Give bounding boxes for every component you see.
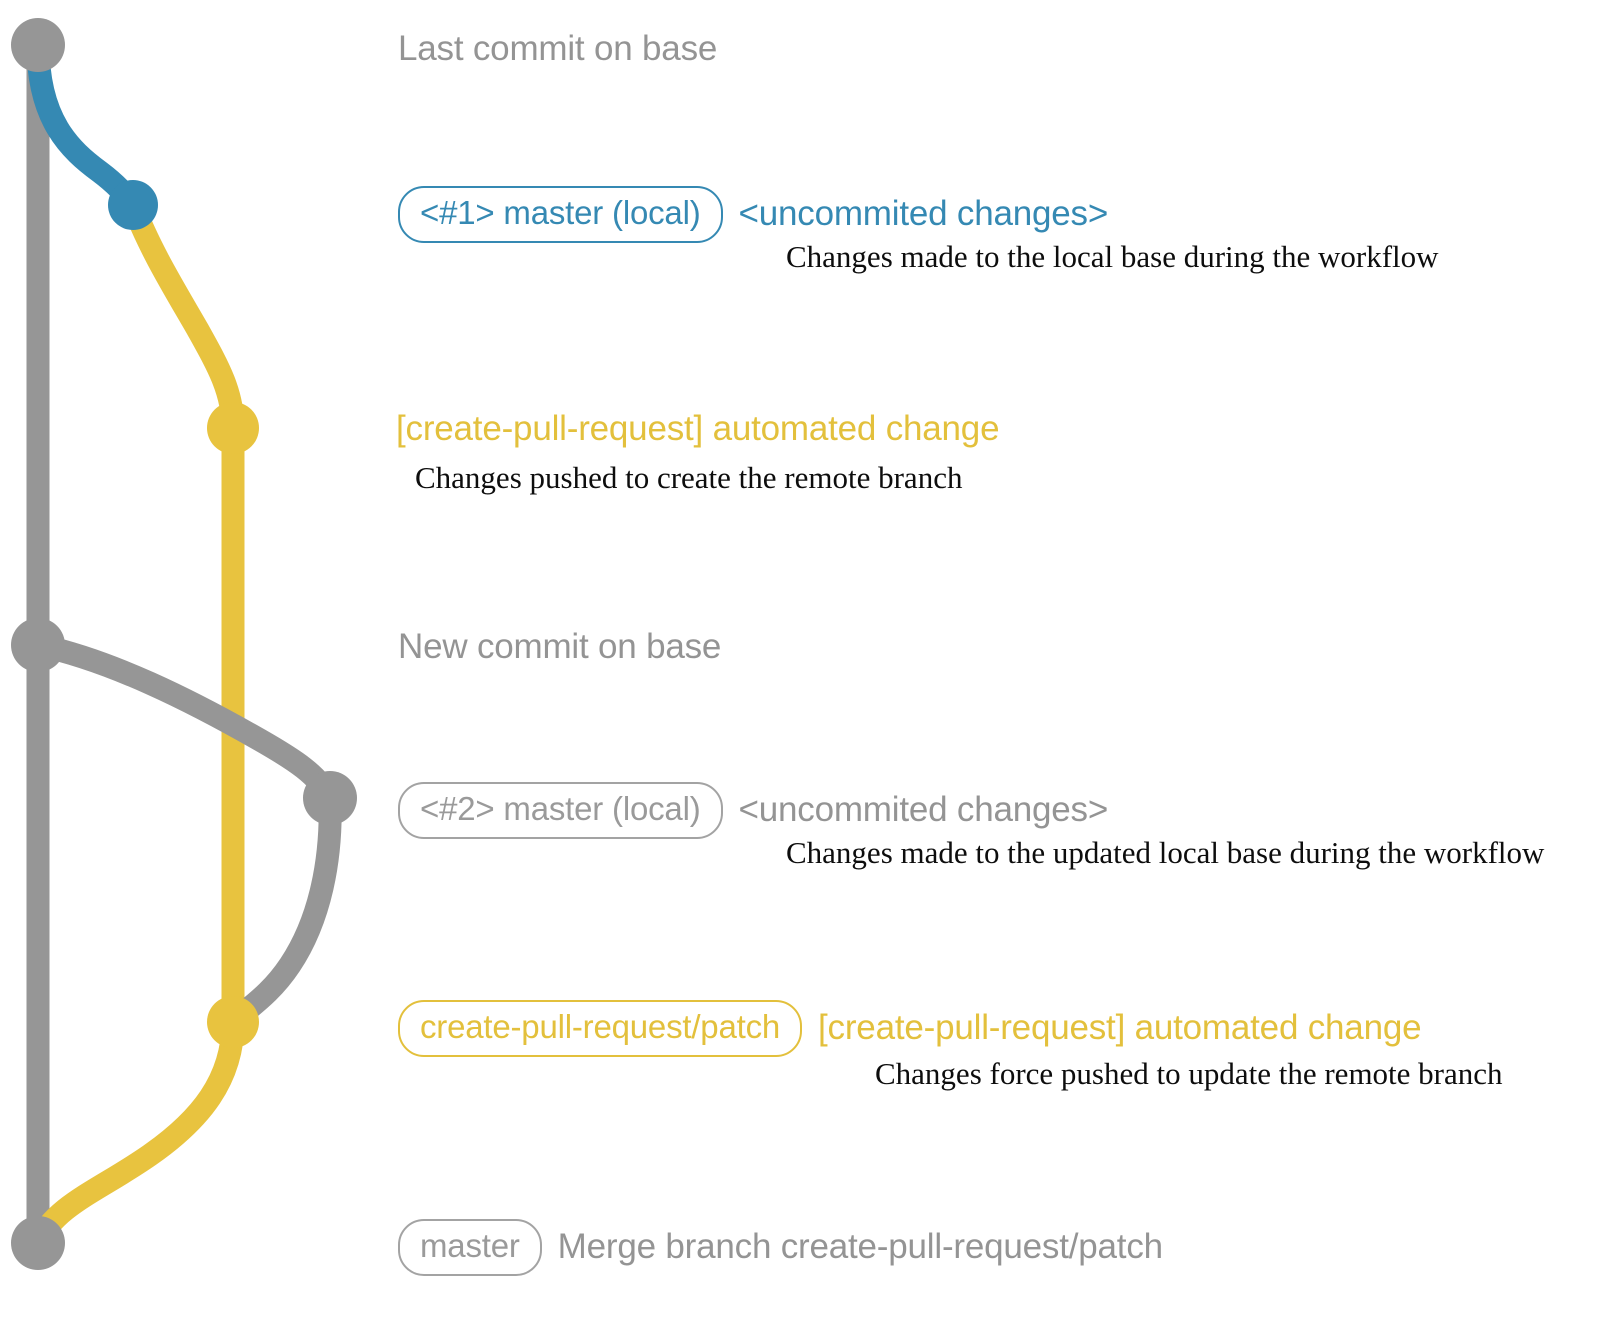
edge-base-to-local2 [26, 633, 342, 810]
ref-badge-master[interactable]: master [398, 1219, 542, 1276]
commit-subject-new-commit-on-base: New commit on base [398, 627, 722, 666]
edge-local1-to-patch1 [121, 193, 245, 440]
note-patch-branch: Changes force pushed to update the remot… [875, 1056, 1503, 1091]
commit-node-local-2[interactable] [303, 771, 357, 825]
row-patch-branch: create-pull-request/patch [create-pull-r… [398, 1000, 1422, 1057]
row-master-merge: master Merge branch create-pull-request/… [398, 1219, 1163, 1276]
commit-node-master-merge[interactable] [11, 1216, 65, 1270]
row-local-2: <#2> master (local) <uncommited changes> [398, 782, 1108, 839]
row-automated-change-1: [create-pull-request] automated change [396, 409, 1000, 449]
commit-subject-master-merge: Merge branch create-pull-request/patch [557, 1227, 1163, 1267]
note-automated-change-1: Changes pushed to create the remote bran… [415, 460, 963, 495]
commit-subject-automated-change-1: [create-pull-request] automated change [396, 409, 1000, 448]
commit-node-automated-change-1[interactable] [207, 402, 259, 454]
commit-node-new-commit-on-base[interactable] [11, 618, 65, 672]
commit-subject-local-2: <uncommited changes> [738, 790, 1109, 830]
commit-node-last-commit-on-base[interactable] [11, 18, 65, 72]
ref-badge-local-1[interactable]: <#1> master (local) [398, 186, 723, 243]
row-last-commit: Last commit on base [398, 29, 718, 69]
commit-subject-last-commit-on-base: Last commit on base [398, 29, 718, 68]
commit-node-patch-branch[interactable] [207, 996, 259, 1048]
note-local-2: Changes made to the updated local base d… [786, 835, 1545, 870]
edge-patch2-to-master [26, 1010, 245, 1255]
commit-node-local-1[interactable] [108, 180, 158, 230]
row-new-commit: New commit on base [398, 627, 722, 667]
commit-subject-local-1: <uncommited changes> [738, 194, 1109, 234]
ref-badge-patch-branch[interactable]: create-pull-request/patch [398, 1000, 803, 1057]
commit-subject-patch-branch: [create-pull-request] automated change [818, 1008, 1422, 1048]
row-local-1: <#1> master (local) <uncommited changes> [398, 186, 1108, 243]
ref-badge-local-2[interactable]: <#2> master (local) [398, 782, 723, 839]
note-local-1: Changes made to the local base during th… [786, 239, 1439, 274]
